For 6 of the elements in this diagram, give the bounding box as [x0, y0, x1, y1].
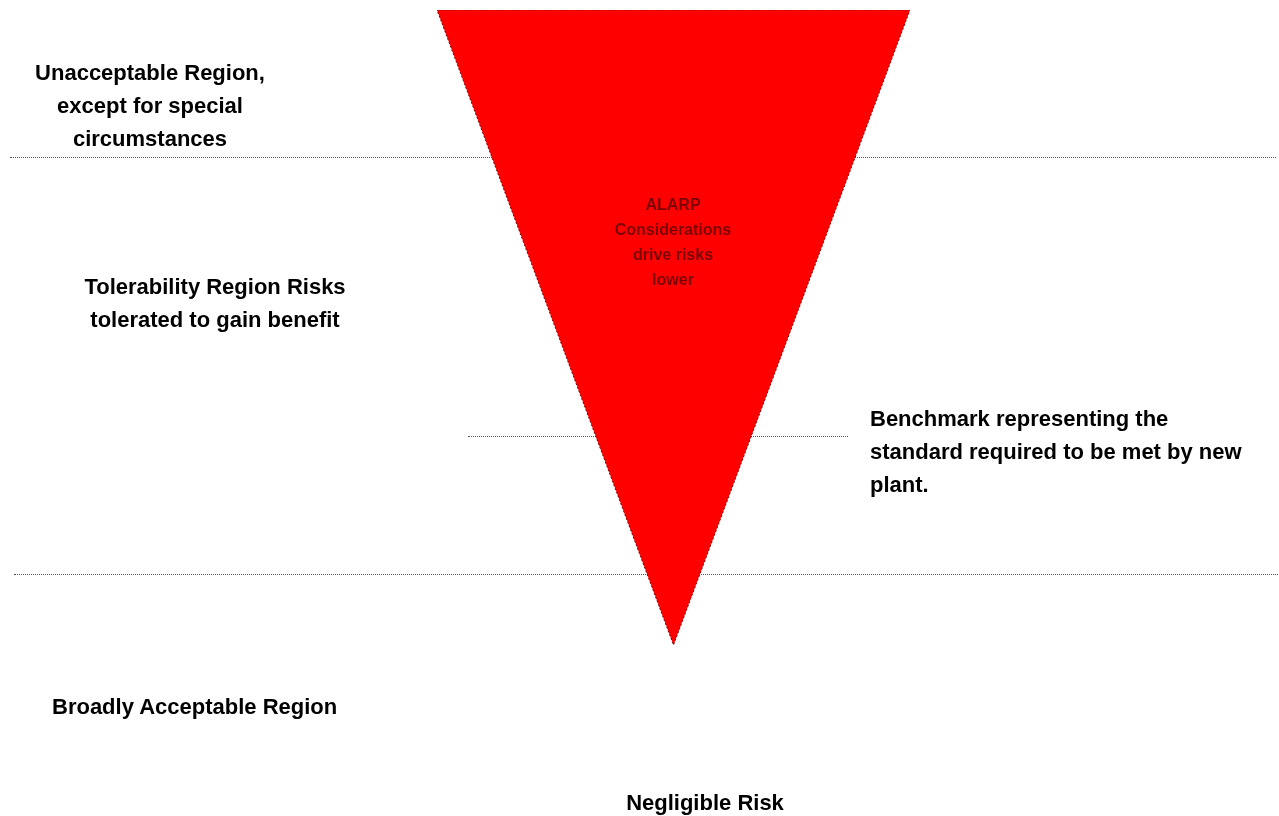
region-label: Broadly Acceptable Region [52, 693, 339, 721]
region-label: Negligible Risk [625, 789, 785, 816]
triangle-text: ALARP Considerations drive risks lower [613, 195, 733, 290]
benchmark-note: Benchmark representing the standard required to be met by new plant. [870, 405, 1243, 499]
region-label: Unacceptable Region, except for special circumstances [34, 59, 266, 153]
region-label: Tolerability Region Risks tolerated to gain benefit [83, 273, 347, 334]
